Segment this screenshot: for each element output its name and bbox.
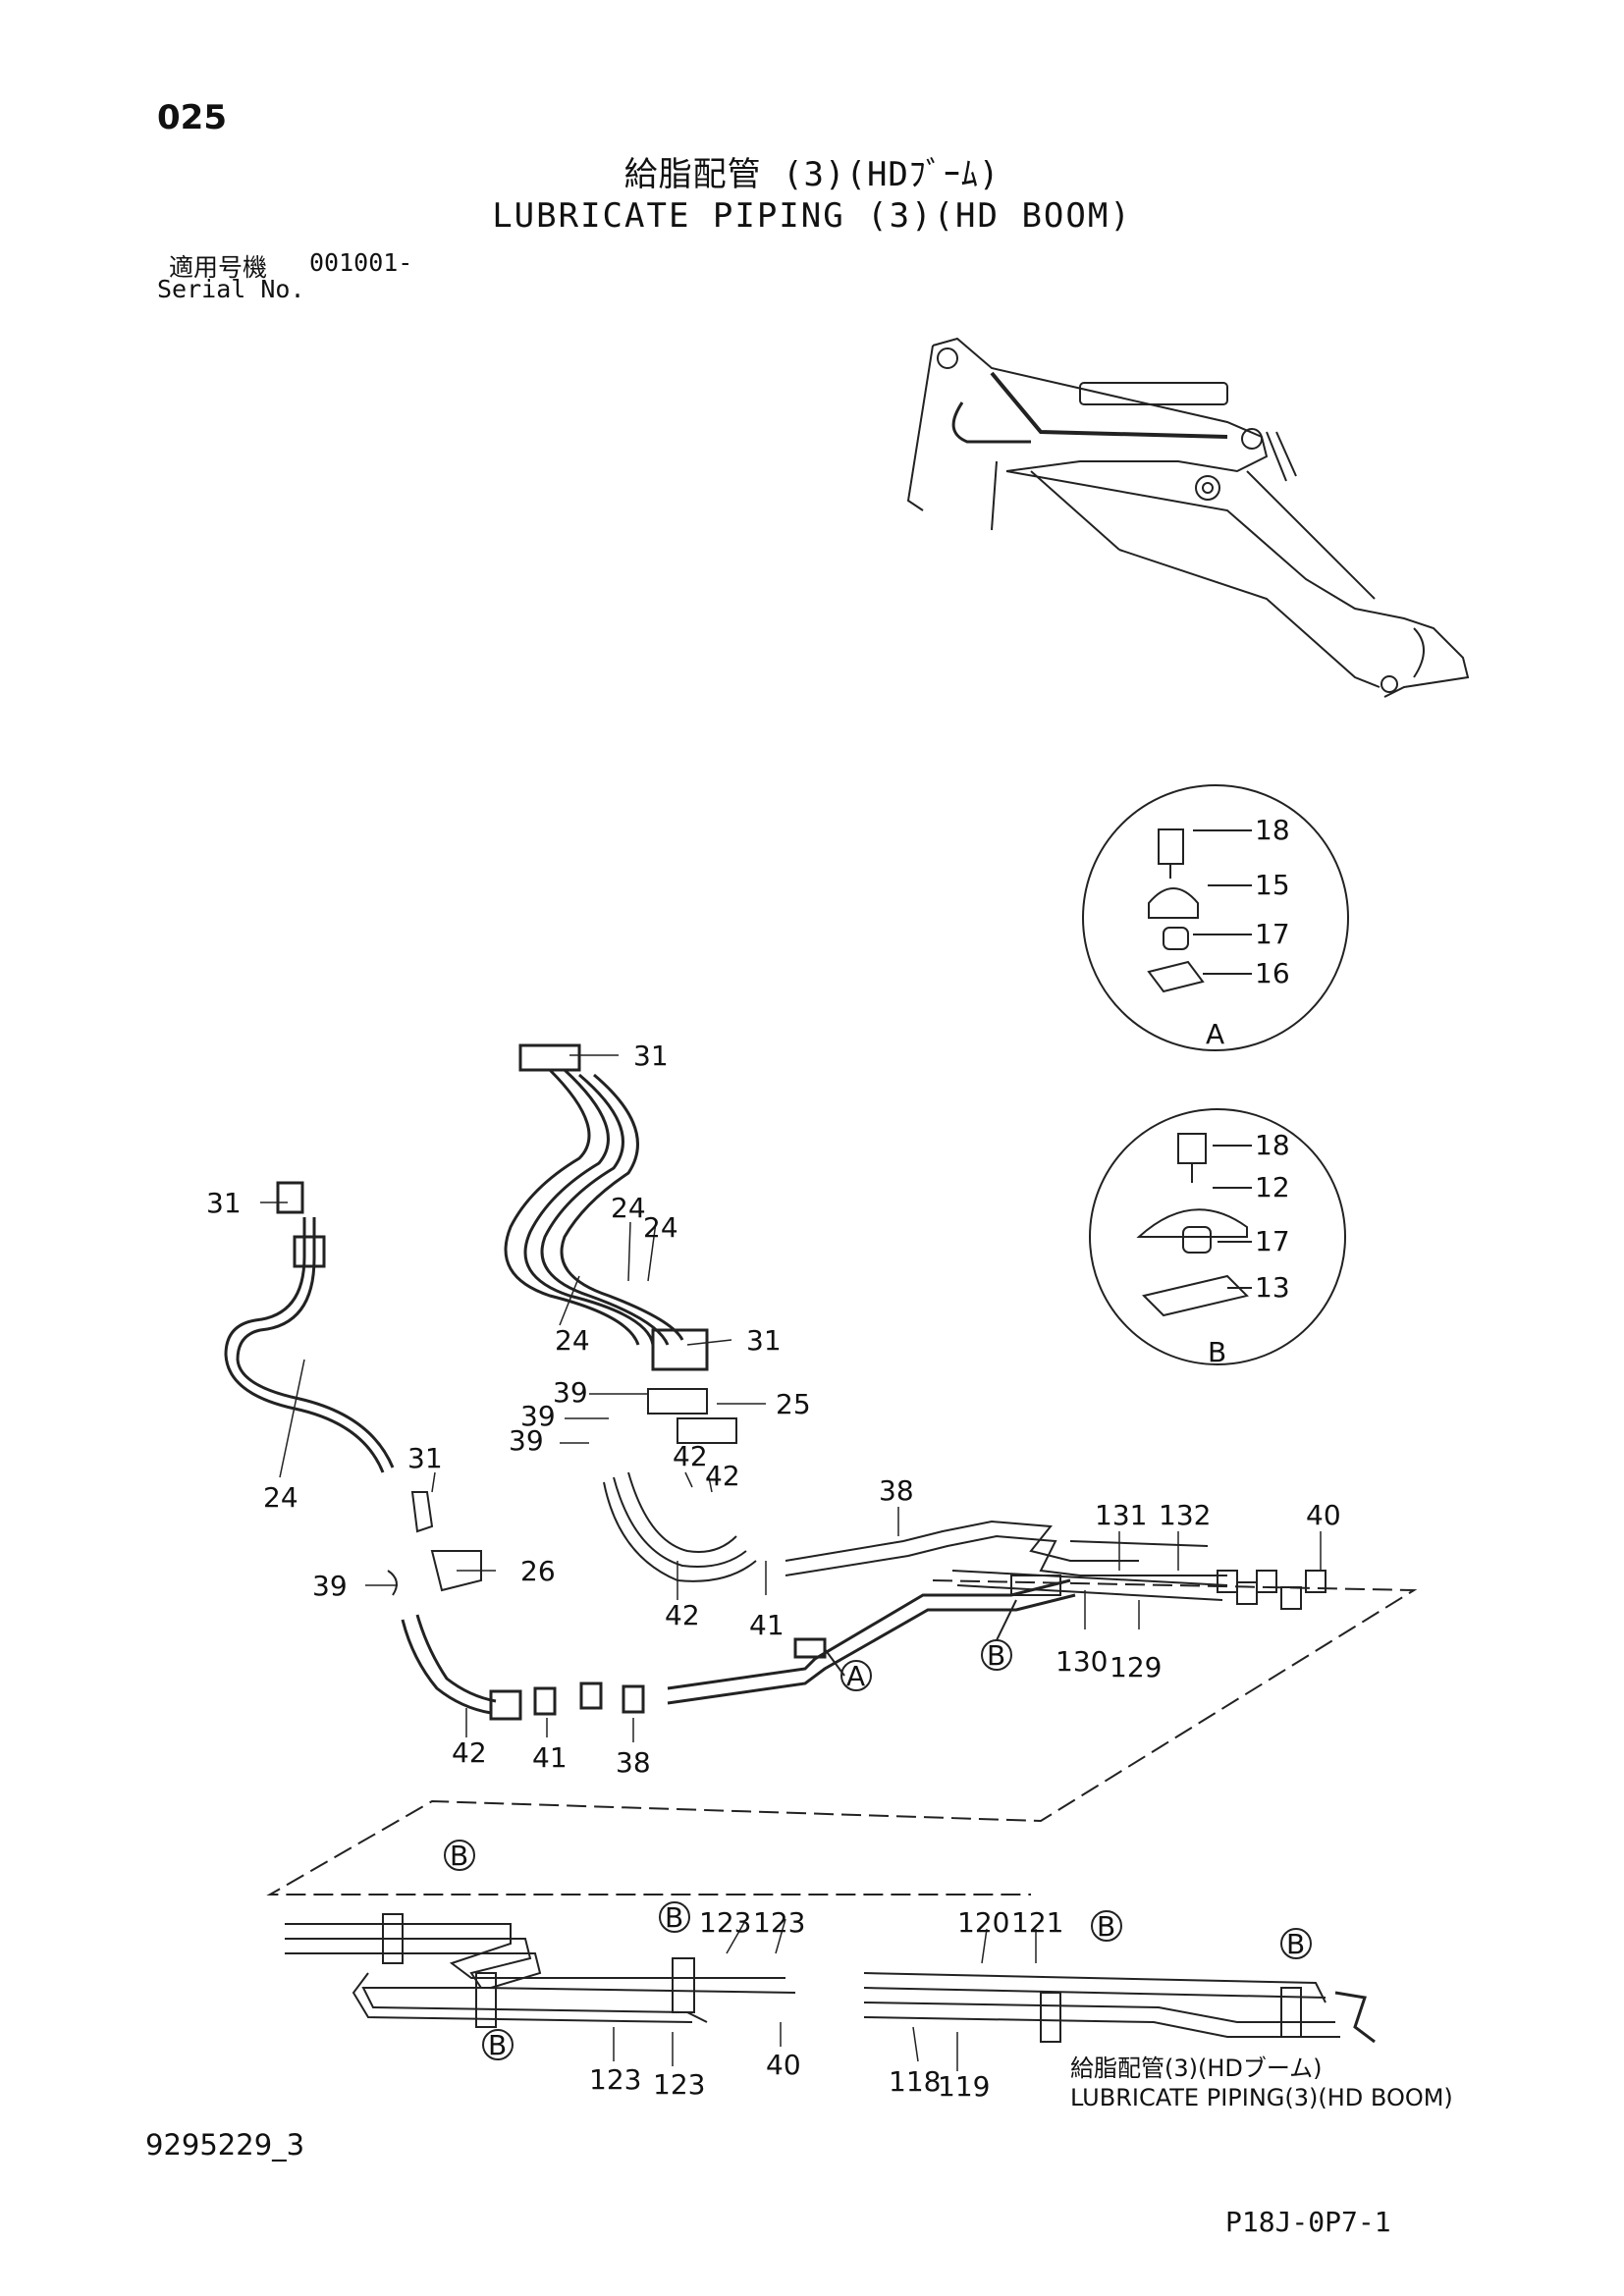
callout-24-m1: 24 [611,1192,646,1224]
callout-40-up: 40 [1306,1499,1341,1531]
callout-a-16: 16 [1255,957,1290,989]
callout-132: 132 [1159,1499,1211,1531]
callout-41-low: 41 [532,1741,568,1774]
callout-a-15: 15 [1255,869,1290,901]
callout-38-low: 38 [616,1746,651,1779]
title-japanese: 給脂配管 (3)(HDﾌﾞｰﾑ) [623,155,1001,194]
document-number: 9295229_3 [145,2128,305,2162]
section-outline [266,1579,1418,1896]
serial-label-english: Serial No. [157,275,305,303]
marker-b6-letter: B [488,2029,507,2061]
marker-b2-letter: B [450,1840,468,1872]
callout-42-a: 42 [673,1440,708,1472]
hose-left [224,1181,395,1473]
callout-b-13: 13 [1255,1271,1290,1304]
marker-b5-letter: B [1286,1928,1305,1960]
callout-40-low: 40 [766,2049,801,2081]
callout-121: 121 [1011,1906,1063,1939]
callout-42-bottom: 42 [452,1736,487,1769]
hose-cluster-upper [504,1043,709,1371]
serial-label-japanese: 適用号機 [169,253,268,282]
callout-b-12: 12 [1255,1171,1290,1203]
callout-31-small: 31 [407,1442,443,1474]
callout-42-b: 42 [705,1460,740,1492]
hose-lower [401,1578,1076,1721]
callout-39-3: 39 [509,1424,544,1457]
callout-42-low: 42 [665,1599,700,1631]
callout-39-1: 39 [553,1376,588,1409]
callout-118: 118 [889,2065,941,2098]
callout-120: 120 [957,1906,1009,1939]
page-number: 025 [157,98,227,137]
callout-129: 129 [1110,1651,1162,1683]
leader-lines [260,1054,1322,2071]
callout-26: 26 [520,1555,556,1587]
callout-24-left: 24 [263,1481,298,1514]
continuation-label-english: LUBRICATE PIPING(3)(HD BOOM) [1070,2084,1453,2111]
callout-a-17: 17 [1255,918,1290,950]
marker-b1-letter: B [987,1639,1005,1672]
callout-131: 131 [1095,1499,1147,1531]
reference-letters: A B B B B B B A B [450,1018,1305,2061]
continuation-label-japanese: 給脂配管(3)(HDブーム) [1070,2055,1323,2082]
callout-24-m3: 24 [555,1324,590,1357]
serial-value: 001001- [309,248,413,277]
marker-a-letter: A [846,1660,865,1692]
callout-39-2: 39 [520,1400,556,1432]
boom-illustration [906,337,1470,698]
sheet-code: P18J-0P7-1 [1225,2206,1391,2238]
callout-123-2: 123 [753,1906,805,1939]
marker-b3-letter: B [665,1901,683,1934]
title-english: LUBRICATE PIPING (3)(HD BOOM) [492,196,1132,236]
callout-a-18: 18 [1255,814,1290,846]
callout-31-left: 31 [206,1187,242,1219]
detail-view-a [1082,784,1349,1051]
callout-b-18: 18 [1255,1129,1290,1161]
callout-41-up: 41 [749,1609,785,1641]
detail-view-b [1089,1108,1346,1365]
callout-24-m2: 24 [643,1211,678,1244]
detail-a-label: A [1206,1018,1224,1050]
callout-25: 25 [776,1388,811,1420]
callout-119: 119 [938,2070,990,2103]
detail-b-label: B [1208,1336,1226,1368]
callout-31-mid: 31 [746,1324,782,1357]
pipe-bundle-upper [785,1520,1326,1610]
callout-31-top: 31 [633,1040,669,1072]
callout-numbers: 18 15 17 16 18 12 17 13 31 31 24 24 24 2… [206,814,1341,2103]
reference-markers [444,1599,1312,2060]
fittings-middle [387,1388,757,1596]
callout-123-3: 123 [589,2063,641,2096]
callout-39-low: 39 [312,1570,348,1602]
marker-b4-letter: B [1097,1910,1115,1943]
callout-123-4: 123 [653,2068,705,2101]
callout-130: 130 [1056,1645,1108,1678]
callout-123-1: 123 [699,1906,751,1939]
callout-b-17: 17 [1255,1225,1290,1257]
callout-38-up: 38 [879,1474,914,1507]
pipe-bundle-lower [285,1913,1376,2044]
